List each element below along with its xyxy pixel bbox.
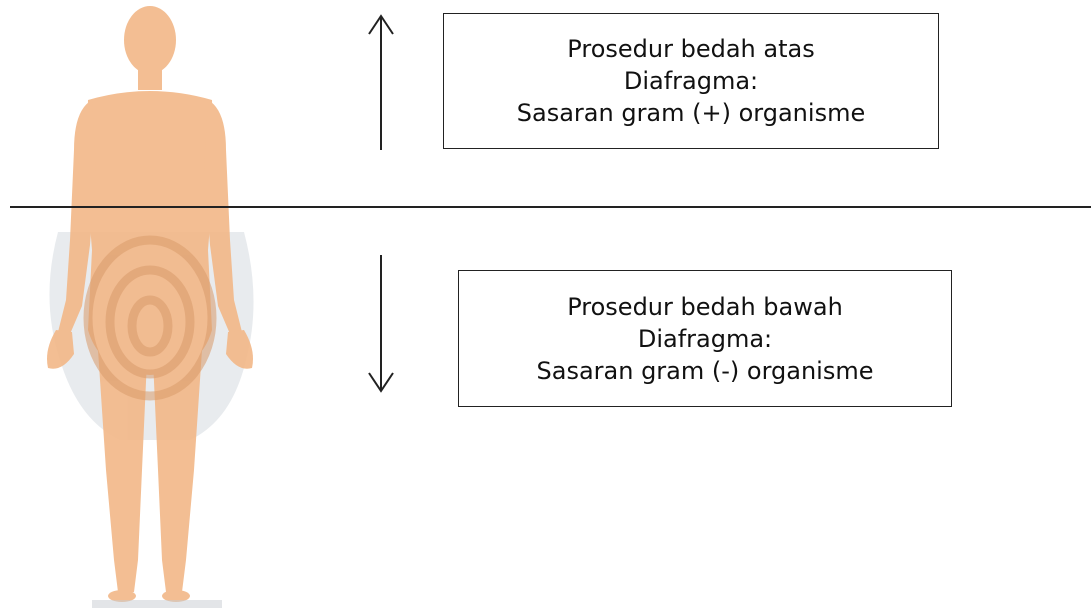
arrow-up-icon [368, 14, 394, 150]
abdomen-target-rings [83, 235, 217, 401]
arrow-down-icon [368, 255, 394, 393]
body-silhouette [47, 6, 253, 602]
human-body-figure [47, 6, 254, 608]
upper-box-line1: Prosedur bedah atas [567, 35, 815, 63]
upper-procedure-box: Prosedur bedah atas Diafragma: Sasaran g… [443, 13, 939, 149]
watermark-smudge [92, 600, 222, 608]
diaphragm-line [10, 206, 1091, 208]
lower-procedure-box: Prosedur bedah bawah Diafragma: Sasaran … [458, 270, 952, 407]
lower-box-line2: Diafragma: [637, 324, 773, 353]
upper-box-line3: Sasaran gram (+) organisme [516, 99, 866, 127]
lower-box-line1: Prosedur bedah bawah [567, 292, 843, 321]
upper-box-line2: Diafragma: [623, 67, 759, 95]
lower-box-line3: Sasaran gram (-) organisme [536, 356, 874, 385]
